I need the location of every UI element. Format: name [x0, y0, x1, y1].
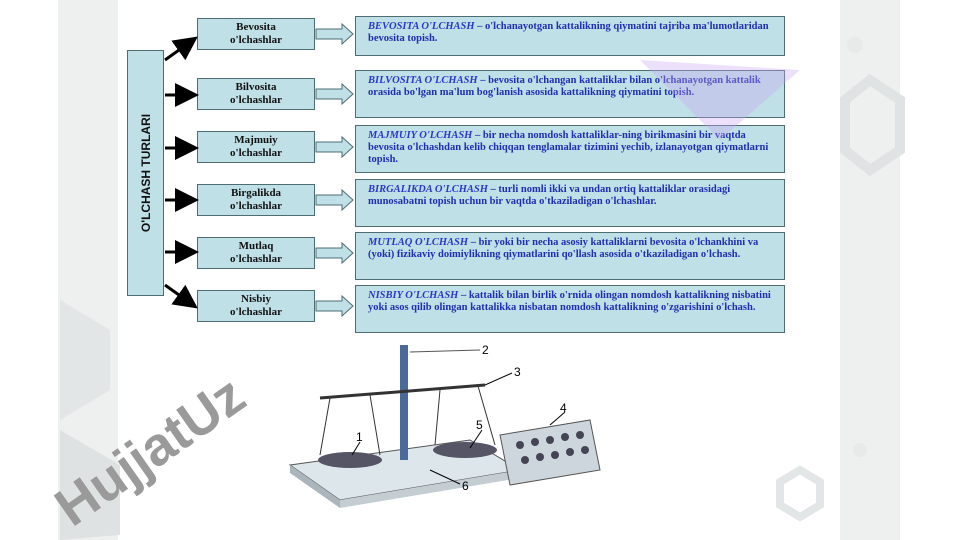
type-label: Bilvosita	[235, 81, 277, 93]
type-label: Nisbiy	[241, 293, 271, 305]
definition-term: BIRGALIKDA O'LCHASH	[368, 184, 488, 195]
definition-box-bevosita: BEVOSITA O'LCHASH – o'lchanayotgan katta…	[355, 16, 785, 56]
type-label-sub: o'lchashlar	[230, 200, 282, 212]
type-label-sub: o'lchashlar	[230, 147, 282, 159]
type-label-sub: o'lchashlar	[230, 34, 282, 46]
figure-label-5: 5	[476, 418, 483, 432]
measurement-types-title-box: O'LCHASH TURLARI	[127, 50, 164, 296]
definition-term: MAJMUIY O'LCHASH	[368, 130, 473, 141]
watermark-text: HujjatUz	[44, 365, 255, 538]
watermark: HujjatUz	[44, 365, 255, 538]
branch-arrows	[164, 36, 199, 309]
type-label: Majmuiy	[234, 134, 278, 146]
figure-label-3: 3	[514, 365, 521, 379]
definition-box-birgalikda: BIRGALIKDA O'LCHASH – turli nomli ikki v…	[355, 179, 785, 227]
balance-scale-figure: 1 2 3 4 5 6	[288, 343, 601, 508]
type-label: Bevosita	[236, 21, 276, 33]
type-label-sub: o'lchashlar	[230, 306, 282, 318]
definition-text: – bir necha nomdosh kattaliklar-ning bir…	[368, 130, 769, 165]
definition-box-mutlaq: MUTLAQ O'LCHASH – bir yoki bir necha aso…	[355, 232, 785, 280]
figure-label-6: 6	[462, 479, 469, 493]
definition-box-majmuiy: MAJMUIY O'LCHASH – bir necha nomdosh kat…	[355, 125, 785, 173]
figure-label-1: 1	[356, 430, 363, 444]
type-label-sub: o'lchashlar	[230, 253, 282, 265]
type-label-sub: o'lchashlar	[230, 94, 282, 106]
definition-box-bilvosita: BILVOSITA O'LCHASH – bevosita o'lchangan…	[355, 70, 785, 118]
figure-label-4: 4	[560, 401, 567, 415]
definition-term: MUTLAQ O'LCHASH	[368, 237, 469, 248]
type-label: Mutlaq	[238, 240, 274, 252]
figure-label-2: 2	[482, 343, 489, 357]
definition-term: NISBIY O'LCHASH	[368, 290, 459, 301]
definition-term: BEVOSITA O'LCHASH	[368, 21, 475, 32]
type-label: Birgalikda	[230, 187, 282, 199]
connector-arrows	[315, 22, 354, 318]
definition-text: – kattalik bilan birlik o'rnida olingan …	[368, 290, 771, 313]
definition-text: – bir yoki bir necha asosiy kattaliklarn…	[368, 237, 759, 260]
definition-term: BILVOSITA O'LCHASH	[368, 75, 478, 86]
definition-text: – turli nomli ikki va undan ortiq kattal…	[368, 184, 731, 207]
definition-box-nisbiy: NISBIY O'LCHASH – kattalik bilan birlik …	[355, 285, 785, 333]
definition-text: – bevosita o'lchangan kattaliklar bilan …	[368, 75, 761, 98]
definition-text: – o'lchanayotgan kattalikning qiymatini …	[368, 21, 769, 44]
